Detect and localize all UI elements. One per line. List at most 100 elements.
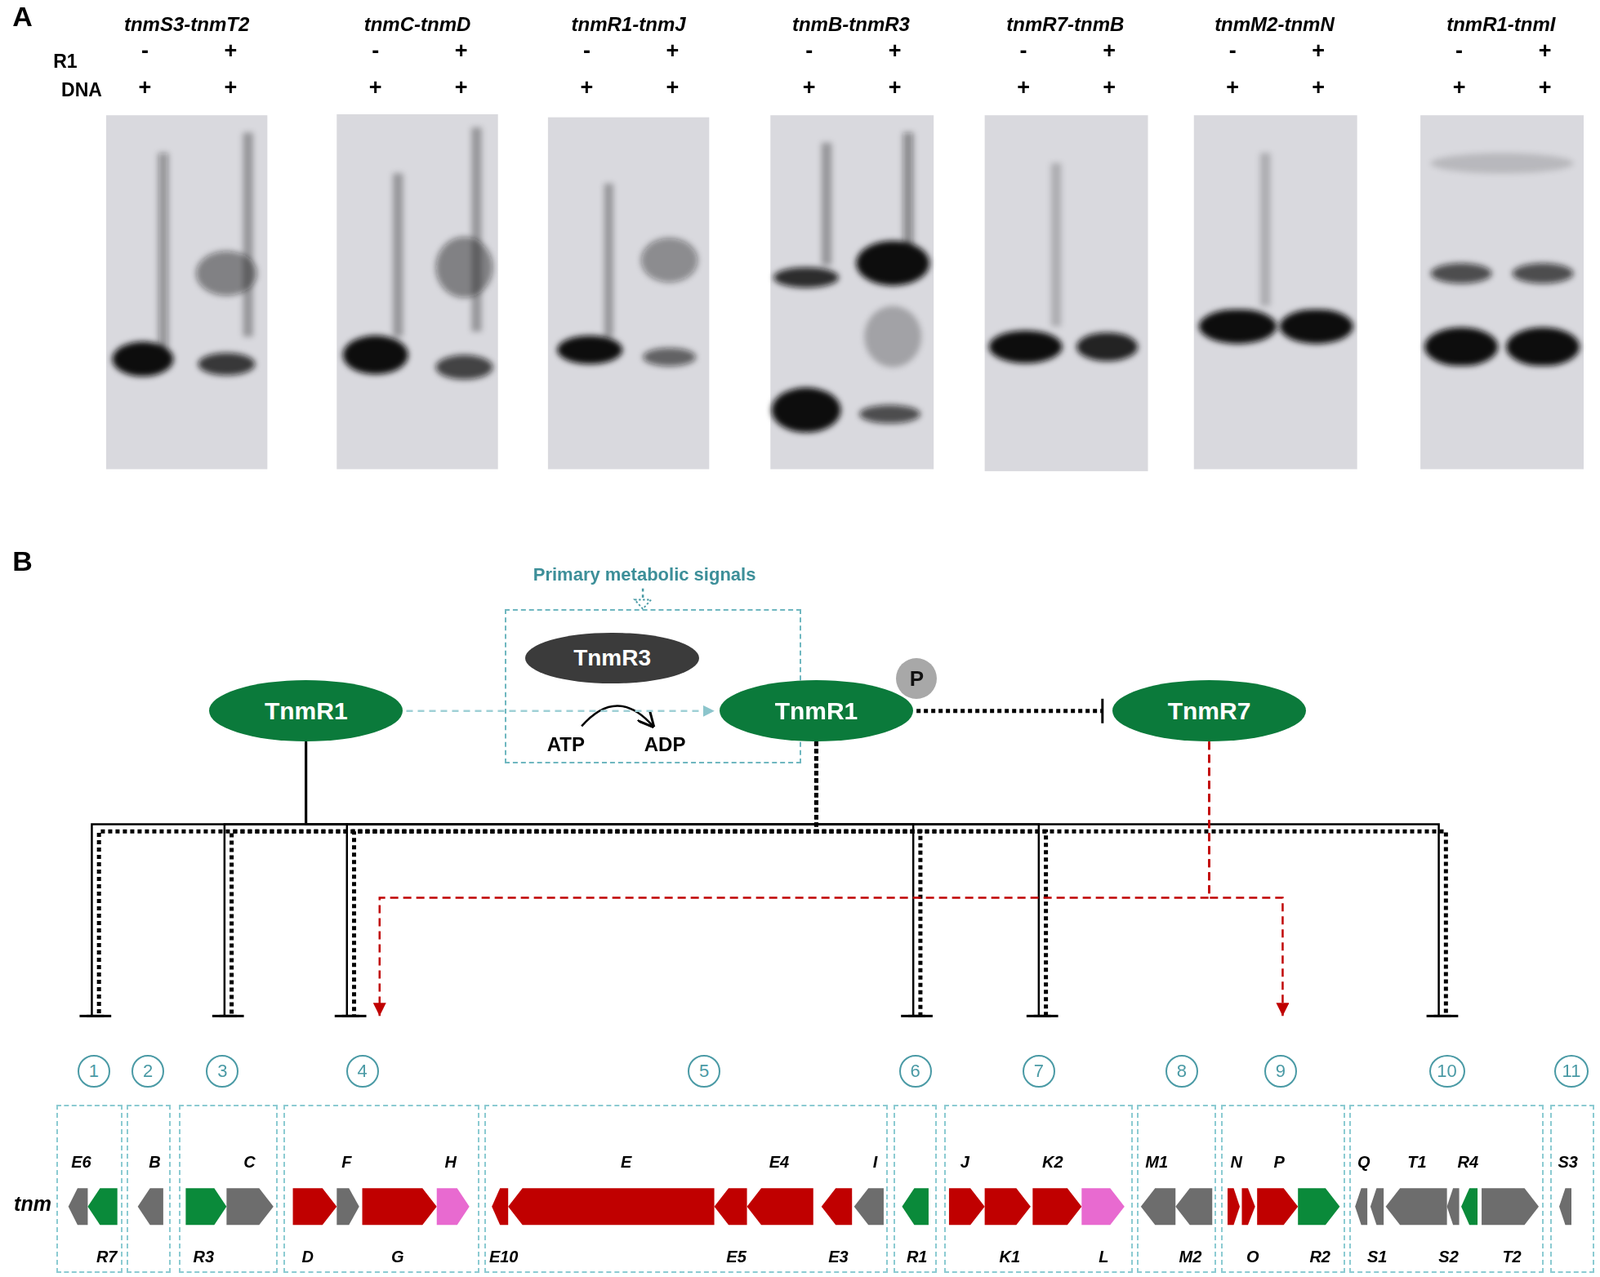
regulator-ellipse: TnmR7 — [1112, 680, 1306, 742]
biosynthetic-gene-arrow — [293, 1188, 1299, 1226]
gel-band — [989, 330, 1063, 364]
gene-label: S2 — [1438, 1247, 1458, 1266]
gene-label: S3 — [1558, 1152, 1578, 1172]
cluster-number-text: 1 — [89, 1060, 99, 1083]
gene-cluster-box: B — [126, 1105, 171, 1274]
gene-cluster-box: QT1R4S1S2T2 — [1349, 1105, 1545, 1274]
repression-connector — [306, 741, 1039, 1017]
resistance-gene-arrow — [436, 1188, 470, 1226]
gel-band — [111, 341, 174, 376]
cluster-number-text: 6 — [910, 1060, 921, 1083]
gene-label: T2 — [1501, 1247, 1521, 1266]
gene-label: C — [243, 1152, 255, 1172]
cluster-number: 5 — [687, 1055, 721, 1088]
gene-label: I — [873, 1152, 878, 1172]
gel-image — [106, 115, 268, 469]
cluster-number: 1 — [77, 1055, 111, 1088]
atp-conversion-arrow — [581, 705, 653, 727]
gene-label: J — [960, 1152, 970, 1172]
gene-label: R2 — [1309, 1247, 1331, 1266]
gene-arrow — [1140, 1188, 1176, 1226]
gene-label: E6 — [71, 1152, 91, 1172]
regulator-gene-arrow — [87, 1188, 117, 1226]
lane-sign: - — [141, 38, 149, 64]
cluster-number-text: 9 — [1275, 1060, 1286, 1083]
gene-arrow — [1481, 1188, 1539, 1226]
cluster-number-text: 2 — [142, 1060, 153, 1083]
signal-arrow — [634, 588, 651, 610]
gel-band — [1279, 309, 1354, 344]
biosynthetic-gene-arrow — [508, 1188, 714, 1226]
lane-sign: + — [1538, 75, 1552, 101]
lane-sign: - — [805, 38, 813, 64]
gene-label: E3 — [828, 1247, 848, 1266]
cluster-number-text: 7 — [1033, 1060, 1044, 1083]
gel-band — [864, 306, 922, 368]
cluster-number-text: 3 — [217, 1060, 228, 1083]
lane-sign: + — [1538, 38, 1552, 64]
gel-band — [111, 127, 1580, 433]
cluster-number: 6 — [899, 1055, 932, 1088]
gel-heading: tnmR7-tnmB — [1006, 13, 1124, 36]
cluster-number: 9 — [1264, 1055, 1297, 1088]
biosynthetic-gene-arrow — [821, 1188, 852, 1226]
biosynthetic-gene-arrow — [949, 1188, 985, 1226]
gel-band — [641, 237, 699, 283]
lane-sign: + — [1311, 38, 1325, 64]
repression-connector — [306, 741, 914, 1017]
gene-arrow — [854, 1188, 884, 1226]
cluster-number: 8 — [1165, 1055, 1199, 1088]
regulator-gene-arrow — [87, 1188, 1478, 1226]
lane-sign: + — [1452, 75, 1467, 101]
gene-label: R4 — [1457, 1152, 1480, 1172]
repression-connector — [354, 741, 817, 1017]
gene-cluster-box: EE4IE10E5E3 — [484, 1105, 887, 1274]
cluster-number-text: 10 — [1436, 1060, 1457, 1083]
gel-band — [1430, 262, 1493, 284]
phospho-circle: P — [895, 658, 937, 700]
gel-heading: tnmR1-tnmJ — [571, 13, 687, 36]
lane-sign: + — [665, 38, 679, 64]
nucleotide-label: ADP — [644, 733, 687, 757]
gene-arrow — [226, 1188, 273, 1226]
biosynthetic-gene-arrow — [984, 1188, 1031, 1226]
gel-band — [435, 236, 493, 299]
gene-arrow — [1370, 1188, 1384, 1226]
panel-letter: A — [12, 0, 33, 32]
lane-sign: - — [1229, 38, 1237, 64]
gel-band — [1198, 309, 1277, 344]
phosphorylation-connector — [405, 710, 714, 714]
lane-sign: + — [802, 75, 816, 101]
gel-band — [642, 347, 696, 366]
gene-cluster-box: C R3 — [178, 1105, 278, 1274]
gene-label: D — [302, 1247, 314, 1266]
lane-sign: + — [223, 38, 237, 64]
gene-label: R3 — [193, 1247, 215, 1266]
protein-label: TnmR1 — [264, 697, 348, 726]
repression-connector — [91, 741, 306, 1017]
gene-label: M1 — [1145, 1152, 1168, 1172]
lane-sign: + — [665, 75, 679, 101]
lane-sign: + — [579, 75, 593, 101]
biosynthetic-gene-arrow — [491, 1188, 509, 1226]
lane-sign: + — [1102, 75, 1116, 101]
biosynthetic-gene-arrow — [1256, 1188, 1298, 1226]
gene-cluster-box: JK2K1L — [944, 1105, 1133, 1274]
lane-sign: + — [888, 75, 902, 101]
lane-sign: + — [454, 38, 468, 64]
activation-connector — [379, 741, 1210, 1017]
repression-connector — [306, 741, 348, 1017]
gel-image — [1194, 115, 1358, 469]
row-label: DNA — [61, 78, 103, 101]
gene-label: M2 — [1179, 1247, 1203, 1266]
signal-label: Primary metabolic signals — [533, 564, 757, 586]
lane-sign: - — [583, 38, 591, 64]
gene-label: H — [444, 1152, 456, 1172]
gel-heading: tnmS3-tnmT2 — [124, 13, 250, 36]
gene-label: N — [1230, 1152, 1242, 1172]
gene-arrow — [1175, 1188, 1213, 1226]
signal-arrow — [641, 588, 644, 602]
repression-connector — [815, 741, 1046, 1017]
gel-band — [821, 142, 832, 266]
gel-image — [106, 114, 1584, 472]
